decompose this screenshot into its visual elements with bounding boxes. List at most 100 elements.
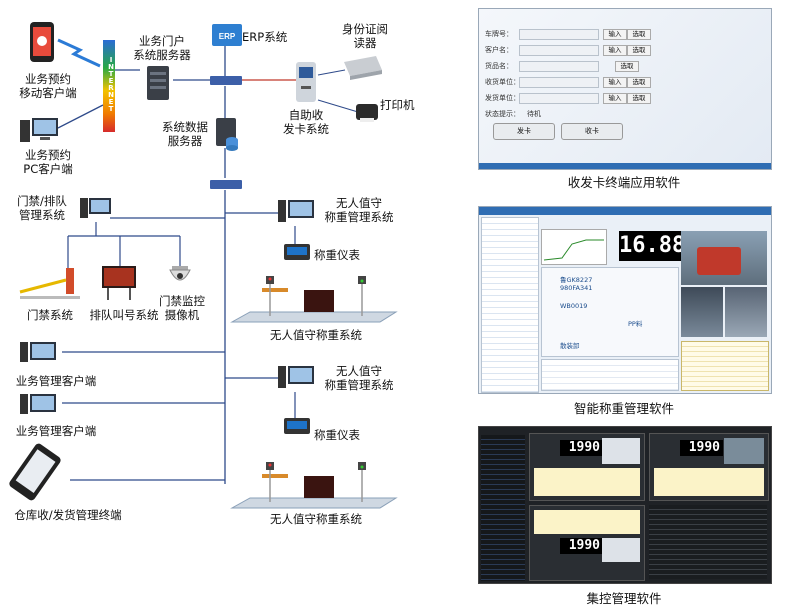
desktop-pc-icon: [80, 198, 111, 218]
data-table: [654, 468, 764, 496]
network-switch-top: [210, 76, 242, 85]
server-icon: [147, 66, 169, 100]
weight-display: 1990: [560, 538, 603, 554]
central-control-caption: 集控管理软件: [586, 591, 662, 606]
status-value: 待机: [527, 110, 541, 118]
record-list: [649, 505, 767, 579]
field-value: 散装卸: [560, 342, 580, 350]
record-table: [541, 359, 679, 391]
input-field[interactable]: [519, 29, 599, 40]
desktop-pc-icon: [278, 200, 314, 222]
mobile-phone-icon: [30, 22, 54, 62]
queue-label: 排队叫号系统: [89, 308, 159, 322]
mobile-client-label: 业务预约 移动客户端: [19, 72, 77, 100]
network-switch-bottom: [210, 180, 242, 189]
title-bar: [479, 207, 771, 215]
kiosk-icon: [296, 62, 316, 102]
id-reader-icon: [344, 56, 382, 80]
meter-2-label: 称重仪表: [314, 428, 360, 442]
scale-1-label: 无人值守称重系统: [270, 328, 362, 342]
camera-view-3: [725, 287, 767, 337]
erp-icon: ERP: [212, 24, 242, 46]
collect-card-button[interactable]: 收卡: [561, 123, 623, 140]
wire: [317, 69, 346, 76]
trend-line: [543, 239, 604, 261]
station-panel-1: 1990: [529, 433, 645, 501]
scale-2-label: 无人值守称重系统: [270, 512, 362, 526]
weight-display: 1990: [680, 440, 723, 456]
input-button[interactable]: 输入: [603, 93, 627, 104]
card-terminal-caption: 收发卡终端应用软件: [567, 175, 681, 190]
desktop-pc-icon: [20, 394, 56, 414]
wire: [317, 99, 359, 113]
weighing-software-caption: 智能称重管理软件: [573, 401, 674, 416]
unmanned-1-label: 无人值守 称重管理系统: [324, 196, 394, 224]
handheld-terminal-icon: [9, 443, 61, 501]
internet-label: INTERNET: [107, 56, 115, 112]
desktop-pc-icon: [20, 342, 56, 362]
gate-label: 门禁系统: [27, 308, 73, 322]
biz-client-1-label: 业务管理客户端: [15, 374, 97, 388]
issue-card-button[interactable]: 发卡: [493, 123, 555, 140]
warehouse-label: 仓库收/发货管理终端: [14, 508, 122, 522]
truck-image: [697, 247, 741, 275]
field-value: 980FA341: [560, 284, 593, 292]
input-field[interactable]: [519, 77, 599, 88]
select-button[interactable]: 选取: [627, 29, 651, 40]
trend-chart: [541, 229, 607, 265]
weighing-meter-icon: [284, 244, 310, 260]
biz-client-2-label: 业务管理客户端: [15, 424, 97, 438]
svg-text:ERP: ERP: [219, 32, 236, 41]
select-button[interactable]: 选取: [615, 61, 639, 72]
barrier-gate-icon: [19, 268, 80, 299]
desktop-pc-icon: [20, 118, 58, 142]
log-panel: [681, 341, 769, 391]
select-button[interactable]: 选取: [627, 77, 651, 88]
central-control-screenshot: 1990 1990 1990: [478, 426, 772, 584]
data-table: [534, 510, 640, 534]
desktop-pc-icon: [278, 366, 314, 388]
weight-display: 16.88: [619, 231, 685, 261]
field-value: 鲁GK8227: [560, 276, 593, 284]
id-reader-label: 身份证阅 读器: [342, 22, 388, 50]
select-button[interactable]: 选取: [627, 93, 651, 104]
kiosk-label: 自助收 发卡系统: [283, 108, 329, 136]
pc-client-label: 业务预约 PC客户端: [23, 148, 73, 176]
camera-view: [724, 438, 764, 464]
camera-label: 门禁监控 摄像机: [159, 294, 205, 322]
weighing-meter-icon: [284, 418, 310, 434]
internet-bar: [103, 40, 115, 132]
select-button[interactable]: 选取: [627, 45, 651, 56]
input-field[interactable]: [519, 45, 599, 56]
window-bottom-bar: [479, 163, 771, 169]
camera-view-2: [681, 287, 723, 337]
weighing-software-screenshot: 16.88 鲁GK8227 980FA341 WB0019 PP料 散装卸: [478, 206, 772, 394]
weight-display: 1990: [560, 440, 603, 456]
station-panel-3: 1990: [529, 505, 645, 581]
input-button[interactable]: 输入: [603, 77, 627, 88]
tree-panel: [481, 217, 539, 393]
input-button[interactable]: 输入: [603, 29, 627, 40]
input-field[interactable]: [519, 61, 599, 72]
meter-1-label: 称重仪表: [314, 248, 360, 262]
input-button[interactable]: 输入: [603, 45, 627, 56]
station-panel-2: 1990: [649, 433, 769, 501]
data-table: [534, 468, 640, 496]
camera-view: [602, 538, 640, 562]
field-value: WB0019: [560, 302, 588, 310]
pc-link: [57, 104, 104, 129]
truck-scale-icon: [230, 276, 398, 323]
unmanned-2-label: 无人值守 称重管理系统: [324, 364, 394, 392]
camera-view: [602, 438, 640, 464]
portal-server-label: 业务门户 系统服务器: [133, 34, 191, 62]
form-panel: 鲁GK8227 980FA341 WB0019 PP料 散装卸: [541, 267, 679, 357]
wireless-bolt-icon: [57, 38, 101, 68]
led-board-icon: [102, 266, 136, 300]
database-server-icon: [216, 118, 238, 151]
gate-queue-label: 门禁/排队 管理系统: [17, 194, 67, 222]
camera-view-1: [681, 231, 767, 285]
printer-label: 打印机: [380, 98, 415, 112]
dome-camera-icon: [169, 266, 191, 281]
input-field[interactable]: [519, 93, 599, 104]
